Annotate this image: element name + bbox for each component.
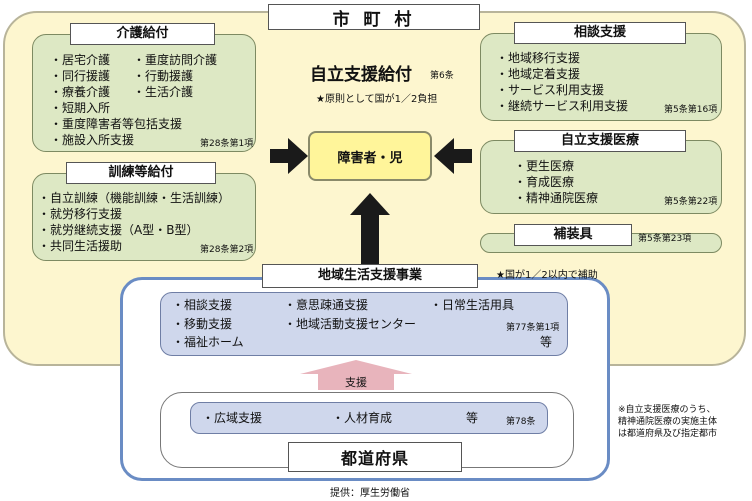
chiiki-item: ・日常生活用具 [430,298,515,312]
soudan-box [480,33,722,121]
chiiki-item: ・相談支援 [172,298,233,312]
side-note-line: ※自立支援医療のうち、 [618,405,716,415]
hosougu-article: 第5条第23項 [638,234,692,244]
support-label: 支援 [345,376,367,389]
prefecture-etc: 等 [466,411,479,425]
kaigo-item: ・重度訪問介護 [133,53,218,67]
kaigo-title: 介護給付 [70,23,215,45]
kunren-title: 訓練等給付 [66,162,216,184]
soudan-article: 第5条第16項 [664,105,718,115]
kaigo-item: ・重度障害者等包括支援 [50,117,183,131]
kaigo-article: 第28条第1項 [200,139,254,149]
kaigo-item: ・居宅介護 [50,53,111,67]
soudan-title: 相談支援 [514,22,686,44]
hosougu-title: 補装具 [514,224,632,246]
kunren-item: ・就労継続支援（A型・B型） [38,223,199,237]
chiiki-item: ・福祉ホーム [172,335,244,349]
chiiki-subsidy: ★国が1／2以内で補助 [496,270,598,281]
kunren-item: ・共同生活援助 [38,239,123,253]
arrow-right-icon [270,138,308,174]
iryo-title: 自立支援医療 [514,130,686,152]
chiiki-item: ・地域活動支援センター [284,317,417,331]
side-note-line: は都道府県及び指定都市 [618,429,718,439]
kaigo-item: ・生活介護 [133,85,194,99]
soudan-item: ・地域定着支援 [496,67,581,81]
prefecture-article: 第78条 [506,417,536,427]
chiiki-etc: 等 [540,335,553,349]
center-article: 第6条 [430,71,454,81]
chiiki-title: 地域生活支援事業 [262,264,478,288]
kaigo-item: ・療養介護 [50,85,111,99]
iryo-item: ・精神通院医療 [514,191,599,205]
municipality-title: 市 町 村 [268,4,480,30]
prefecture-title: 都道府県 [288,442,462,472]
kunren-box [32,173,256,261]
kunren-article: 第28条第2項 [200,245,254,255]
iryo-article: 第5条第22項 [664,197,718,207]
source-credit: 提供：厚生労働省 [330,488,410,499]
chiiki-services-box [160,292,568,356]
kaigo-item: ・同行援護 [50,69,111,83]
arrow-up-icon [350,193,390,265]
kaigo-item: ・行動援護 [133,69,194,83]
prefecture-item: ・人材育成 [332,411,393,425]
soudan-item: ・サービス利用支援 [496,83,605,97]
kunren-item: ・就労移行支援 [38,207,123,221]
kaigo-item: ・施設入所支援 [50,133,135,147]
iryo-box [480,140,722,214]
soudan-item: ・地域移行支援 [496,51,581,65]
chiiki-article: 第77条第1項 [506,323,560,333]
kaigo-box [32,34,256,152]
chiiki-item: ・意思疎通支援 [284,298,369,312]
prefecture-services-box [190,402,548,434]
side-note-line: 精神通院医療の実施主体 [618,417,718,427]
iryo-item: ・育成医療 [514,175,575,189]
prefecture-item: ・広域支援 [202,411,263,425]
arrow-left-icon [434,138,472,174]
kaigo-item: ・短期入所 [50,101,111,115]
center-title: 自立支援給付 [310,65,412,85]
iryo-item: ・更生医療 [514,159,575,173]
support-arrow-icon [300,360,412,390]
target-box: 障害者・児 [308,131,432,181]
kunren-item: ・自立訓練（機能訓練・生活訓練） [38,191,231,205]
chiiki-item: ・移動支援 [172,317,233,331]
soudan-item: ・継続サービス利用支援 [496,99,629,113]
center-burden: ★原則として国が1／2負担 [316,94,438,105]
